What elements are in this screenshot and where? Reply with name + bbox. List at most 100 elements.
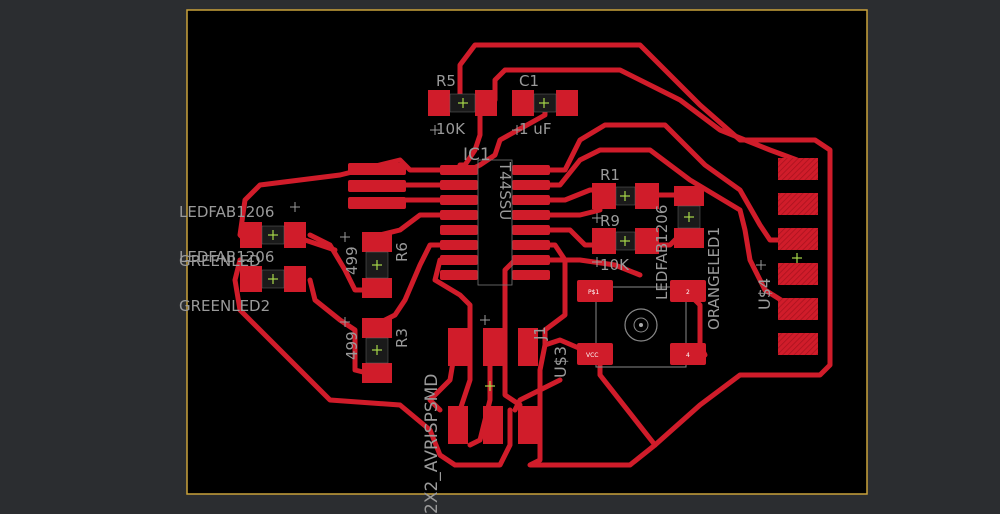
trace — [527, 337, 658, 468]
switch-pad-vcc[interactable] — [577, 343, 613, 365]
avrisp-pad[interactable] — [448, 328, 468, 366]
ic1-pin[interactable] — [512, 165, 550, 175]
green-led-cross — [268, 274, 278, 284]
ic1-pin[interactable] — [512, 225, 550, 235]
c1-center-cross — [539, 98, 549, 108]
switch-center-dot — [639, 323, 643, 327]
label-green-led: GREENLED — [179, 252, 261, 270]
trace — [457, 42, 833, 448]
u4-pad[interactable] — [778, 298, 818, 320]
u4-pad[interactable] — [778, 158, 818, 180]
label-r1: R1 — [600, 166, 620, 184]
switch-pad-p1[interactable] — [577, 280, 613, 302]
u4-pad[interactable] — [778, 193, 818, 215]
r9-pad-2[interactable] — [635, 228, 659, 254]
r6-pad-2[interactable] — [362, 278, 392, 298]
ic1-pin[interactable] — [512, 195, 550, 205]
u4-pad[interactable] — [778, 263, 818, 285]
origin-markers — [290, 125, 766, 327]
trace — [302, 237, 338, 253]
u4-pad[interactable] — [778, 228, 818, 250]
led-fab-top-pad-2[interactable] — [284, 222, 306, 248]
avrisp-pad[interactable] — [483, 406, 503, 444]
led-fab-top-cross — [268, 230, 278, 240]
led-fab-top-pad-1[interactable] — [240, 222, 262, 248]
ic1-pin[interactable] — [440, 225, 478, 235]
switch-pad-4[interactable] — [670, 343, 706, 365]
r9-center-cross — [620, 236, 630, 246]
label-r5-value: 10K — [436, 120, 466, 138]
label-orange-led: ORANGELED1 — [705, 227, 723, 330]
c1-pad-1[interactable] — [512, 90, 534, 116]
trace — [492, 67, 800, 163]
label-r6: R6 — [393, 242, 411, 262]
orange-led-pad-1[interactable] — [674, 186, 704, 206]
r5-pad-2[interactable] — [475, 90, 497, 116]
r1-pad-2[interactable] — [635, 183, 659, 209]
u4-header-pads — [778, 158, 818, 355]
ic1-pin[interactable] — [440, 180, 478, 190]
u4-pad[interactable] — [778, 333, 818, 355]
ic1-pin[interactable] — [512, 180, 550, 190]
r6-cross — [372, 260, 382, 270]
label-led-fab-mid: LEDFAB1206 — [179, 248, 274, 266]
ic1-pin[interactable] — [440, 165, 478, 175]
label-ic1-part: T44SSU — [496, 161, 514, 220]
switch-pad-2[interactable] — [670, 280, 706, 302]
trace — [232, 257, 513, 468]
label-jumper: J1 — [531, 326, 549, 341]
trace — [512, 377, 563, 413]
label-ic1: IC1 — [463, 145, 491, 165]
ic1-pin[interactable] — [440, 210, 478, 220]
ic1-body-outline — [477, 159, 513, 286]
ic1-pin[interactable] — [512, 210, 550, 220]
switch-body — [595, 286, 687, 368]
label-u3: U$3 — [551, 346, 570, 378]
board-outline — [186, 9, 868, 495]
orange-led-center-cross — [684, 212, 694, 222]
switch-pad-2-label: 2 — [686, 289, 690, 296]
label-green-led2: GREENLED2 — [179, 297, 270, 315]
ic1-pin[interactable] — [440, 270, 478, 280]
label-r9: R9 — [600, 212, 620, 230]
r9-pad-1[interactable] — [592, 228, 616, 254]
orange-led-pad-2[interactable] — [674, 228, 704, 248]
switch-actuator-inner — [633, 317, 649, 333]
ic1-right-pins — [512, 165, 550, 280]
r1-pad-1[interactable] — [592, 183, 616, 209]
r3-pad-2[interactable] — [362, 363, 392, 383]
c1-pad-2[interactable] — [556, 90, 578, 116]
ic1-pin[interactable] — [512, 255, 550, 265]
ic1-pin[interactable] — [440, 240, 478, 250]
ic1-pin[interactable] — [512, 270, 550, 280]
trace — [527, 122, 800, 243]
avrisp-pad[interactable] — [483, 328, 503, 366]
avrisp-pad[interactable] — [518, 328, 538, 366]
green-led-pad-2[interactable] — [284, 266, 306, 292]
ic1-pin[interactable] — [440, 255, 478, 265]
header-pad[interactable] — [348, 197, 406, 209]
avrisp-pad[interactable] — [448, 406, 468, 444]
label-r1-value: 10K — [600, 256, 630, 274]
label-r6-value: 499 — [343, 246, 361, 275]
r3-pad-1[interactable] — [362, 318, 392, 338]
r6-pad-1[interactable] — [362, 232, 392, 252]
label-r5: R5 — [436, 72, 456, 90]
label-r3: R3 — [393, 328, 411, 348]
header-pad[interactable] — [348, 180, 406, 192]
avrisp-pad[interactable] — [518, 406, 538, 444]
r5-pad-1[interactable] — [428, 90, 450, 116]
switch-actuator[interactable] — [624, 308, 658, 342]
green-led-pad-1[interactable] — [240, 266, 262, 292]
label-led-fab-right: LEDFAB1206 — [653, 205, 671, 300]
switch-pad-vcc-label: VCC — [586, 352, 598, 359]
label-c1-value: 1 uF — [519, 120, 551, 138]
avrisp-center-cross — [485, 381, 495, 391]
ic1-pin[interactable] — [440, 195, 478, 205]
r3-cross — [372, 345, 382, 355]
trace — [372, 242, 458, 328]
ic1-pin[interactable] — [512, 240, 550, 250]
header-pad[interactable] — [348, 163, 406, 175]
trace — [527, 242, 568, 348]
